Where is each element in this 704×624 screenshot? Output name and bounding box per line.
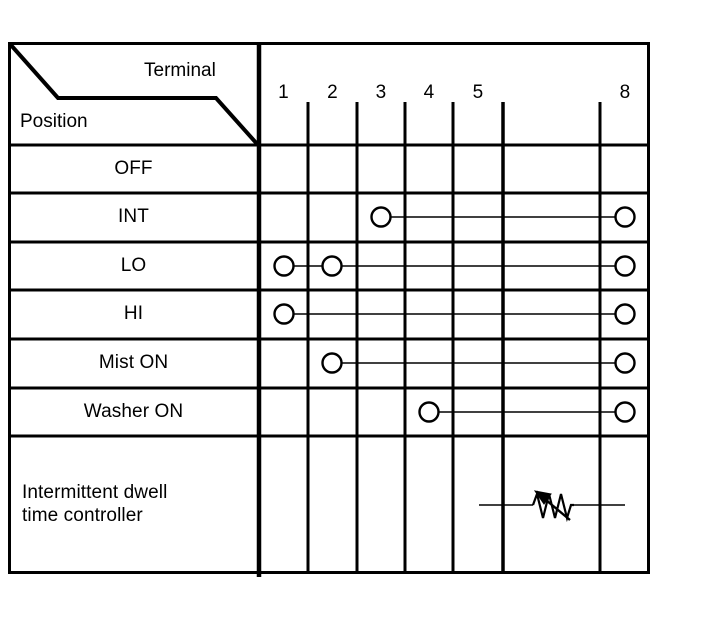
connection-int bbox=[370, 206, 636, 228]
header-position-label: Position bbox=[20, 111, 88, 132]
terminal-node-1 bbox=[273, 255, 295, 277]
header-diagonal-divider bbox=[8, 42, 260, 147]
terminal-node-1 bbox=[273, 303, 295, 325]
header-terminal-label: Terminal bbox=[144, 60, 216, 81]
connection-washer-on bbox=[418, 401, 636, 423]
terminal-node-3 bbox=[370, 206, 392, 228]
resistor-zigzag-icon bbox=[531, 490, 574, 523]
terminal-node-4 bbox=[418, 401, 440, 423]
terminal-node-2 bbox=[321, 255, 343, 277]
rheostat-arrow-head-icon bbox=[533, 490, 552, 505]
terminal-node-2 bbox=[321, 352, 343, 374]
connection-dwell-controller bbox=[479, 490, 625, 523]
wiper-switch-continuity-table: Terminal Position 1 2 3 4 5 8 OFF INT LO… bbox=[8, 42, 650, 577]
connection-mist-on bbox=[321, 352, 636, 374]
connection-lo bbox=[273, 255, 636, 277]
terminal-node-8 bbox=[614, 255, 636, 277]
terminal-node-8 bbox=[614, 206, 636, 228]
connection-hi bbox=[273, 303, 636, 325]
table-outer-border bbox=[8, 42, 650, 574]
terminal-node-8 bbox=[614, 352, 636, 374]
table-grid bbox=[8, 42, 650, 577]
terminal-node-8 bbox=[614, 303, 636, 325]
terminal-node-8 bbox=[614, 401, 636, 423]
